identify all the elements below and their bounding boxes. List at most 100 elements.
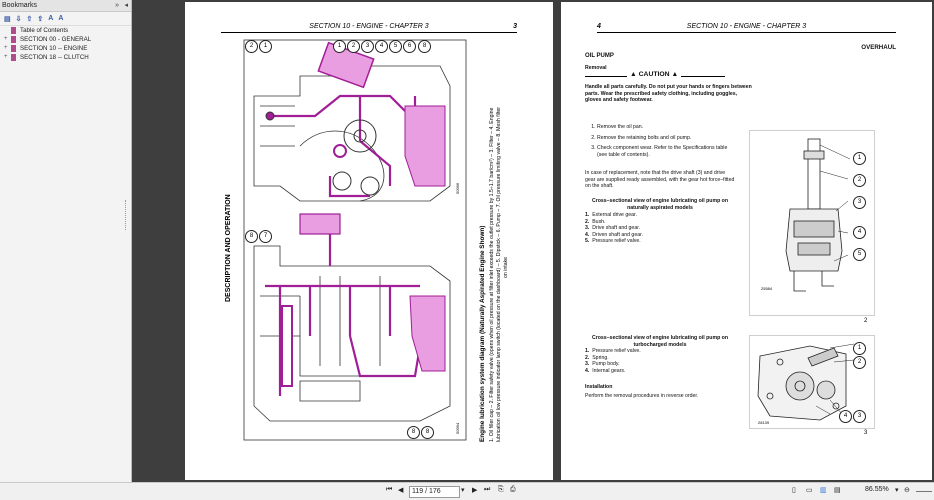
single-page-view-icon[interactable]: ▯ [792,487,796,494]
na-pump-parts-list: 1. External drive gear. 2. Bush. 3. Driv… [585,212,735,245]
bookmark-icon [11,45,16,52]
bookmark-item-section-10[interactable]: +SECTION 10 -- ENGINE [0,44,131,53]
header-title: SECTION 10 - ENGINE - CHAPTER 3 [309,23,429,30]
tc-pump-drawing [757,343,855,421]
diagram-callout: 8 [245,230,258,243]
page-left: SECTION 10 - ENGINE - CHAPTER 3 3 [185,2,553,480]
forward-view-icon[interactable]: ⎙ [510,486,516,493]
warning-triangle-icon: ▲ [671,71,679,78]
expand-icon[interactable]: + [4,36,8,42]
bookmark-item-section-18[interactable]: + SECTION 18 -- CLUTCH [0,53,131,62]
bookmark-options-icon[interactable]: ▤ [4,15,11,23]
step-item: Check component wear. Refer to the Speci… [597,145,735,158]
gears [265,111,380,196]
figure-callout: 2 [853,356,866,369]
panel-resize-handle[interactable] [125,200,129,230]
step-item: Remove the oil pan. [597,124,735,131]
fig2-code: 28139 [758,420,770,425]
page-dropdown-icon[interactable]: ▾ [461,487,465,494]
figure-callout: 3 [853,410,866,423]
page-header: 4 SECTION 10 - ENGINE - CHAPTER 3 [597,20,896,33]
next-page-icon[interactable]: ▶ [472,487,478,494]
parts-list-item: 2. Spring. [585,354,609,361]
expand-icon[interactable]: + [4,45,8,51]
lubrication-diagram [243,39,467,441]
diagram-callout: 8 [418,40,431,53]
document-viewport[interactable]: SECTION 10 - ENGINE - CHAPTER 3 3 [132,0,934,482]
facing-view-icon[interactable]: ▥ [820,487,827,494]
diagram-callout: 1 [333,40,346,53]
figure-caption-line2: lubrication oil low pressure indicator l… [496,106,502,442]
collapse-panel-icon[interactable]: » [115,2,119,9]
warning-triangle-icon: ▲ [630,71,637,78]
warning-text: Handle all parts carefully. Do not put y… [585,84,752,104]
removal-heading: Removal [585,65,607,71]
parts-list-item: 4. Driven shaft and gear. [585,231,643,238]
figure-caption-line1: 1. Oil filler cap – 2. Filter safety val… [489,107,495,442]
back-view-icon[interactable]: ⎘ [498,486,504,493]
bookmark-item-section-00[interactable]: + SECTION 00 - GENERAL [0,35,131,44]
replacement-note: In case of replacement, note that the dr… [585,170,735,190]
diagram-callout: 7 [259,230,272,243]
parts-list-item: 1. External drive gear. [585,212,637,218]
bookmark-item-toc[interactable]: Table of Contents [0,26,131,35]
bookmarks-toolbar: ▤ ⇩ ⇧ ⇪ A A [0,12,131,26]
zoom-level: 86.55% [865,486,889,493]
bookmark-icon [11,27,16,34]
current-bookmark-icon[interactable]: ⇪ [37,15,44,23]
fig1-number: 2 [864,318,868,324]
zoom-dropdown-icon[interactable]: ▾ [895,487,899,494]
header-page-number: 3 [513,23,517,30]
zoom-out-icon[interactable]: ⊖ [904,487,910,494]
step-item: Remove the retaining bolts and oil pump. [597,135,735,142]
figure-callout: 2 [853,174,866,187]
figure-callout: 1 [853,152,866,165]
figure-callout: 4 [839,410,852,423]
installation-heading: Installation [585,384,613,390]
diagram-callout: 3 [361,40,374,53]
parts-list-item: 5. Pressure relief valve. [585,238,641,245]
diagram-callout: 8 [407,426,420,439]
parts-list-item: 3. Drive shaft and gear. [585,225,641,232]
last-page-icon[interactable]: ⏭ [484,486,491,493]
page-number-input[interactable]: 119 / 176 [409,486,460,498]
engine-block-lines [243,39,467,441]
collapse-bookmark-icon[interactable]: ⇧ [26,15,33,23]
bookmark-label: SECTION 18 -- CLUTCH [20,54,89,61]
expand-bookmark-icon[interactable]: ⇩ [15,15,22,23]
expand-icon[interactable]: + [4,54,8,60]
diagram-callout: 2 [245,40,258,53]
figure-caption-line3: on intake [503,256,509,278]
continuous-view-icon[interactable]: ▭ [806,487,813,494]
figure-na-pump [749,130,875,316]
page-header: SECTION 10 - ENGINE - CHAPTER 3 3 [221,20,517,33]
figure-code-bottom: 50994 [455,422,460,434]
bookmark-icon [11,36,16,43]
zoom-slider[interactable] [916,491,932,492]
bookmark-icon [11,54,16,61]
tc-pump-parts-list: 1. Pressure relief valve. 2. Spring. 3. … [585,348,735,374]
caution-label: CAUTION [638,71,670,78]
figure-caption-title: Engine lubrication system diagram (Natur… [479,225,486,442]
facing-continuous-view-icon[interactable]: ▤ [834,487,841,494]
filter-housing [299,41,375,235]
decrease-font-icon[interactable]: A [58,15,64,22]
figure-callout: 1 [853,342,866,355]
bookmark-label: SECTION 00 - GENERAL [20,36,92,43]
increase-font-icon[interactable]: A [48,15,54,22]
tc-pump-caption: Cross–sectional view of engine lubricati… [591,335,729,348]
close-panel-icon[interactable]: ◂ [124,2,128,9]
diagram-callout: 4 [375,40,388,53]
crankshaft [281,305,293,387]
na-pump-caption: Cross–sectional view of engine lubricati… [591,198,729,211]
first-page-icon[interactable]: ⏮ [386,486,393,493]
bookmark-label: Table of Contents [20,27,69,34]
parts-list-item: 4. Internal gears. [585,367,626,374]
diagram-callout: 1 [259,40,272,53]
oil-sump [404,105,446,372]
removal-steps: Remove the oil pan. Remove the retaining… [585,124,735,162]
previous-page-icon[interactable]: ◀ [398,487,404,494]
na-pump-drawing [785,138,851,292]
parts-list-item: 3. Pump body. [585,361,620,368]
